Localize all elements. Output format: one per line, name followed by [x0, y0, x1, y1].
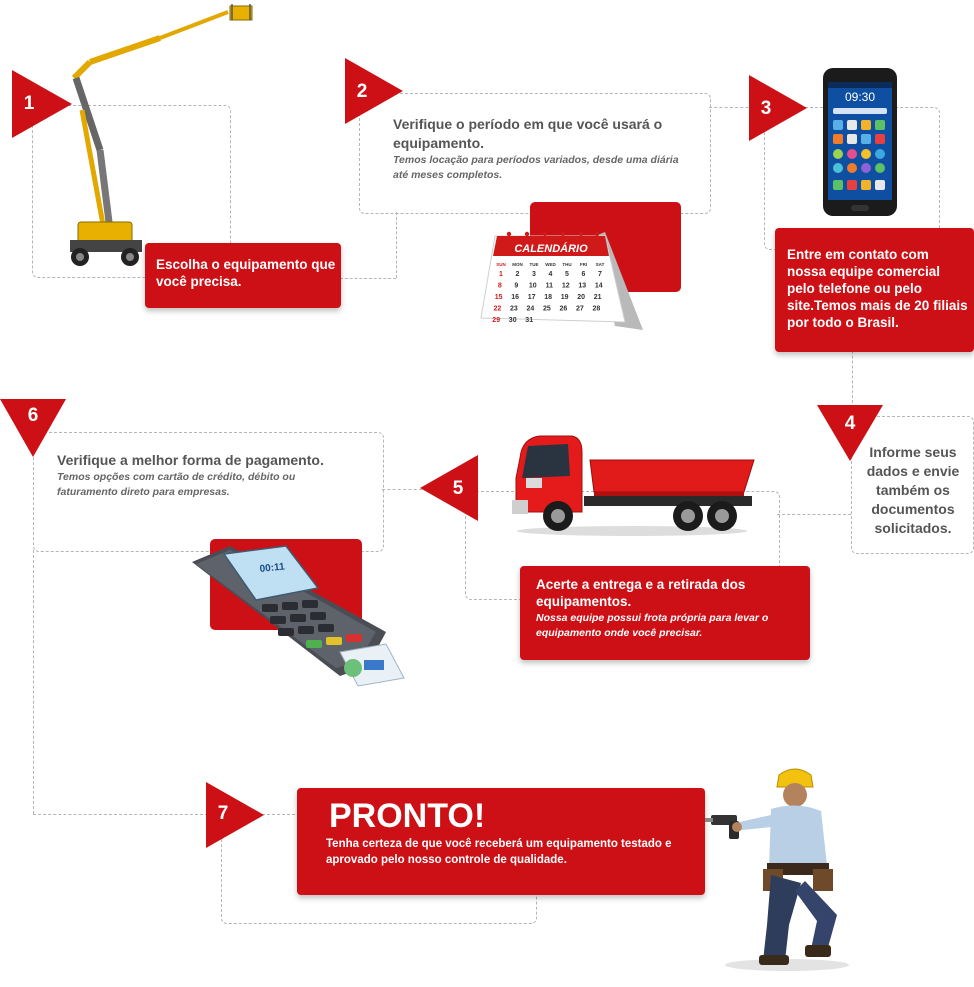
step3-marker-icon — [749, 75, 807, 141]
calendar-day: 16 — [511, 294, 519, 301]
step2-subtitle: Temos locação para períodos variados, de… — [393, 154, 679, 181]
calendar-title: CALENDÁRIO — [514, 242, 588, 255]
step5-marker-icon — [420, 455, 478, 521]
step6-marker-icon — [0, 399, 66, 457]
step5-title: Acerte a entrega e a retirada dos equipa… — [536, 577, 746, 609]
step6-text-block: Verifique a melhor forma de pagamento. T… — [57, 451, 357, 500]
calendar-weekday: FRI — [580, 262, 587, 267]
calendar-day: 5 — [565, 271, 569, 278]
step1-marker-icon — [12, 70, 72, 138]
connector-1-2 — [340, 278, 396, 279]
step3-number: 3 — [760, 98, 772, 119]
calendar-day: 26 — [560, 306, 568, 313]
calendar-day: 7 — [598, 271, 602, 278]
calendar-day: 27 — [576, 306, 584, 313]
calendar-day: 15 — [495, 294, 503, 301]
step3-text: Entre em contato com nossa equipe comerc… — [787, 247, 968, 330]
step4-number: 4 — [844, 413, 856, 434]
calendar-weekday: THU — [562, 262, 571, 267]
step2-text-block: Verifique o período em que você usará o … — [393, 115, 688, 183]
step1-number: 1 — [23, 93, 35, 114]
step4-text-block: Informe seus dados e envie também os doc… — [858, 443, 968, 538]
step5-number: 5 — [452, 478, 464, 499]
calendar-weekday: SAT — [596, 262, 605, 267]
calendar-day: 11 — [546, 283, 554, 290]
step5-subtitle: Nossa equipe possui frota própria para l… — [536, 612, 769, 639]
calendar-day: 18 — [544, 294, 552, 301]
calendar-weekday: SUN — [496, 262, 506, 267]
step1-frame — [32, 105, 231, 278]
calendar-day: 9 — [514, 283, 518, 290]
connector-6-7-horizontal — [33, 814, 208, 815]
calendar-day: 20 — [577, 294, 585, 301]
calendar-weekday: WED — [545, 262, 556, 267]
calendar-day: 17 — [528, 294, 536, 301]
connector-2-3 — [709, 107, 759, 108]
step6-frame — [33, 432, 384, 552]
calendar-day: 28 — [593, 306, 601, 313]
step1-text: Escolha o equipamento que você precisa. — [156, 257, 336, 289]
step7-number: 7 — [217, 803, 229, 824]
connector-1-2-vertical — [396, 212, 397, 278]
step2-marker-icon — [345, 58, 403, 124]
step7-marker-icon — [206, 782, 264, 848]
step7-title: PRONTO! — [329, 797, 486, 835]
calendar-day: 1 — [499, 271, 503, 278]
calendar-day: 3 — [532, 271, 536, 278]
calendar-day: 29 — [492, 317, 500, 324]
construction-worker-icon — [705, 768, 849, 971]
calendar-day: 19 — [561, 294, 569, 301]
calendar-day: 23 — [510, 306, 518, 313]
step6-title: Verifique a melhor forma de pagamento. — [57, 452, 324, 468]
calendar-day: 24 — [527, 306, 535, 313]
calendar-day: 25 — [543, 306, 551, 313]
connector-3-4 — [852, 326, 853, 408]
calendar-day: 12 — [562, 283, 570, 290]
calendar-weekday: TUE — [530, 262, 539, 267]
calendar-day: 6 — [582, 271, 586, 278]
step6-number: 6 — [27, 405, 39, 426]
step6-subtitle: Temos opções com cartão de crédito, débi… — [57, 471, 296, 498]
connector-5-6 — [382, 489, 422, 490]
calendar-day: 8 — [498, 283, 502, 290]
step7-box: PRONTO! Tenha certeza de que você recebe… — [297, 788, 705, 895]
calendar-day: 21 — [594, 294, 602, 301]
step2-number: 2 — [356, 81, 368, 102]
step7-text: Tenha certeza de que você receberá um eq… — [326, 838, 672, 866]
calendar-day: 2 — [516, 271, 520, 278]
step5-box: Acerte a entrega e a retirada dos equipa… — [520, 566, 810, 660]
connector-6-7 — [33, 550, 34, 814]
calendar-day: 30 — [509, 317, 517, 324]
calendar-weekday: MON — [512, 262, 523, 267]
connector-4-5 — [777, 514, 851, 515]
calendar-day: 31 — [525, 317, 533, 324]
boom-lift-icon — [70, 4, 253, 266]
step4-marker-icon — [817, 405, 883, 461]
smartphone-icon: 09:30 — [823, 68, 897, 216]
step2-title: Verifique o período em que você usará o … — [393, 116, 663, 151]
calendar-day: 22 — [494, 306, 502, 313]
terminal-screen-time: 00:11 — [259, 561, 285, 575]
phone-time: 09:30 — [845, 90, 875, 104]
calendar-day: 4 — [549, 271, 553, 278]
calendar-day: 14 — [595, 283, 603, 290]
dump-truck-icon — [512, 435, 755, 536]
step3-box: Entre em contato com nossa equipe comerc… — [775, 228, 974, 352]
step1-box: Escolha o equipamento que você precisa. — [145, 243, 341, 308]
calendar-day: 10 — [529, 283, 537, 290]
card-machine-icon: 00:11 — [192, 545, 405, 687]
step4-text: Informe seus dados e envie também os doc… — [866, 444, 960, 536]
calendar-day: 13 — [578, 283, 586, 290]
